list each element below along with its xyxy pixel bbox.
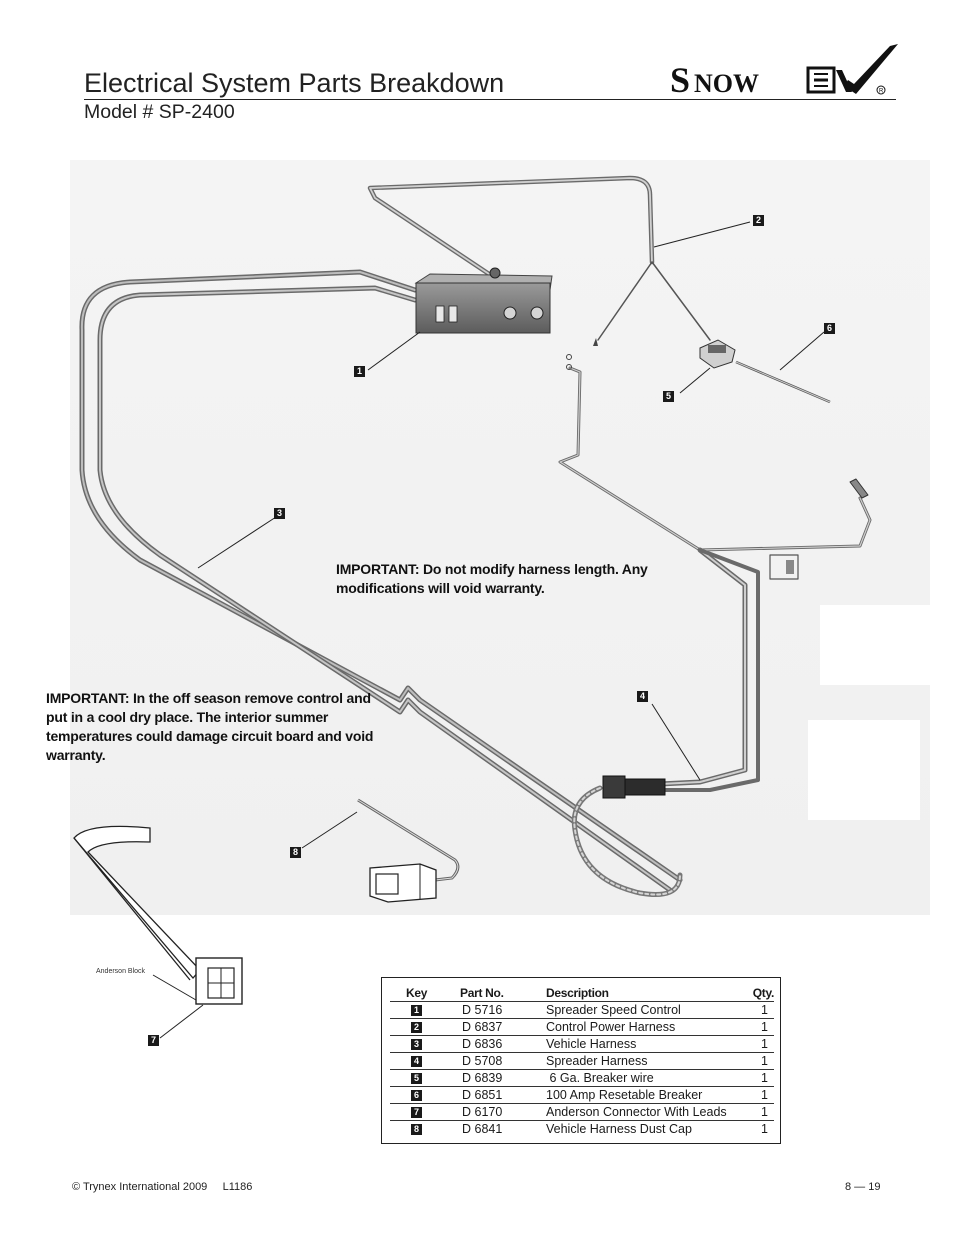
description: Vehicle Harness [546,1035,750,1053]
table-row: 3 D 6836 Vehicle Harness 1 [390,1035,774,1053]
part-no: D 6837 [460,1018,546,1036]
callout-3: 3 [274,508,285,519]
dust-cap [357,798,460,903]
vehicle-harness [79,269,683,893]
qty: 1 [750,1001,774,1019]
header-part-no: Part No. [460,986,546,1002]
table-row: 5 D 6839 6 Ga. Breaker wire 1 [390,1069,774,1087]
page-number: 8 — 19 [845,1181,881,1193]
part-no: D 6841 [462,1122,503,1136]
description: 100 Amp Resetable Breaker [546,1086,750,1104]
key-badge: 3 [411,1039,422,1051]
callout-8: 8 [290,847,301,858]
svg-text:NOW: NOW [694,69,759,98]
description: 6 Ga. Breaker wire [546,1069,750,1087]
header-description: Description [546,986,750,1002]
qty: 1 [761,1122,768,1136]
key-badge: 6 [411,1090,422,1102]
copyright: © Trynex International 2009 L1186 [72,1181,253,1193]
breaker-assembly [699,339,831,404]
table-row: 8 D 6841 Vehicle Harness Dust Cap 1 [390,1121,774,1138]
key-badge: 8 [411,1124,422,1136]
key-badge: 2 [411,1022,422,1034]
header-rule [84,99,896,100]
callout-2: 2 [753,215,764,226]
qty: 1 [750,1069,774,1087]
leader-lines [152,221,825,1039]
qty: 1 [750,1018,774,1036]
table-row: 4 D 5708 Spreader Harness 1 [390,1052,774,1070]
anderson-block-label: Anderson Block [96,968,146,975]
model-number: Model # SP-2400 [84,101,235,123]
harness-length-note: IMPORTANT: Do not modify harness length.… [336,561,648,596]
part-no: D 6851 [460,1086,546,1104]
table-row: 7 D 6170 Anderson Connector With Leads 1 [390,1103,774,1121]
callout-5: 5 [663,391,674,402]
svg-text:R: R [879,89,884,95]
description: Control Power Harness [546,1018,750,1036]
table-row: 6 D 6851 100 Amp Resetable Breaker 1 [390,1086,774,1104]
off-season-note: IMPORTANT: In the off season remove cont… [46,690,374,763]
control-power-harness [367,175,711,346]
key-badge: 4 [411,1056,422,1068]
part-no: D 6170 [460,1103,546,1121]
table-row: 2 D 6837 Control Power Harness 1 [390,1018,774,1036]
description: Spreader Harness [546,1052,750,1070]
callout-1: 1 [354,366,365,377]
key-badge: 5 [411,1073,422,1085]
spreader-anderson-connector [602,775,666,799]
callout-7: 7 [148,1035,159,1046]
part-no: D 5716 [460,1001,546,1019]
qty: 1 [750,1035,774,1053]
qty: 1 [750,1086,774,1104]
qty: 1 [750,1103,774,1121]
spreader-harness [558,354,872,897]
svg-text:S: S [670,60,690,100]
anderson-block-lead [73,825,243,1005]
snowex-logo: S NOW R [670,44,898,100]
part-no: D 6836 [460,1035,546,1053]
key-badge: 1 [411,1005,422,1017]
description: Spreader Speed Control [546,1001,750,1019]
page-title: Electrical System Parts Breakdown [84,68,505,98]
key-badge: 7 [411,1107,422,1119]
parts-table: Key Part No. Description Qty. 1 D 5716 S… [381,977,781,1144]
callout-6: 6 [824,323,835,334]
spreader-speed-control [414,267,553,334]
description: Anderson Connector With Leads [546,1103,750,1121]
header-key: Key [390,986,460,1002]
callout-4: 4 [637,691,648,702]
part-no: D 6839 [460,1069,546,1087]
header-qty: Qty. [750,986,774,1002]
table-row: 1 D 5716 Spreader Speed Control 1 [390,1001,774,1019]
part-no: D 5708 [460,1052,546,1070]
qty: 1 [750,1052,774,1070]
description: Vehicle Harness Dust Cap [546,1122,692,1136]
